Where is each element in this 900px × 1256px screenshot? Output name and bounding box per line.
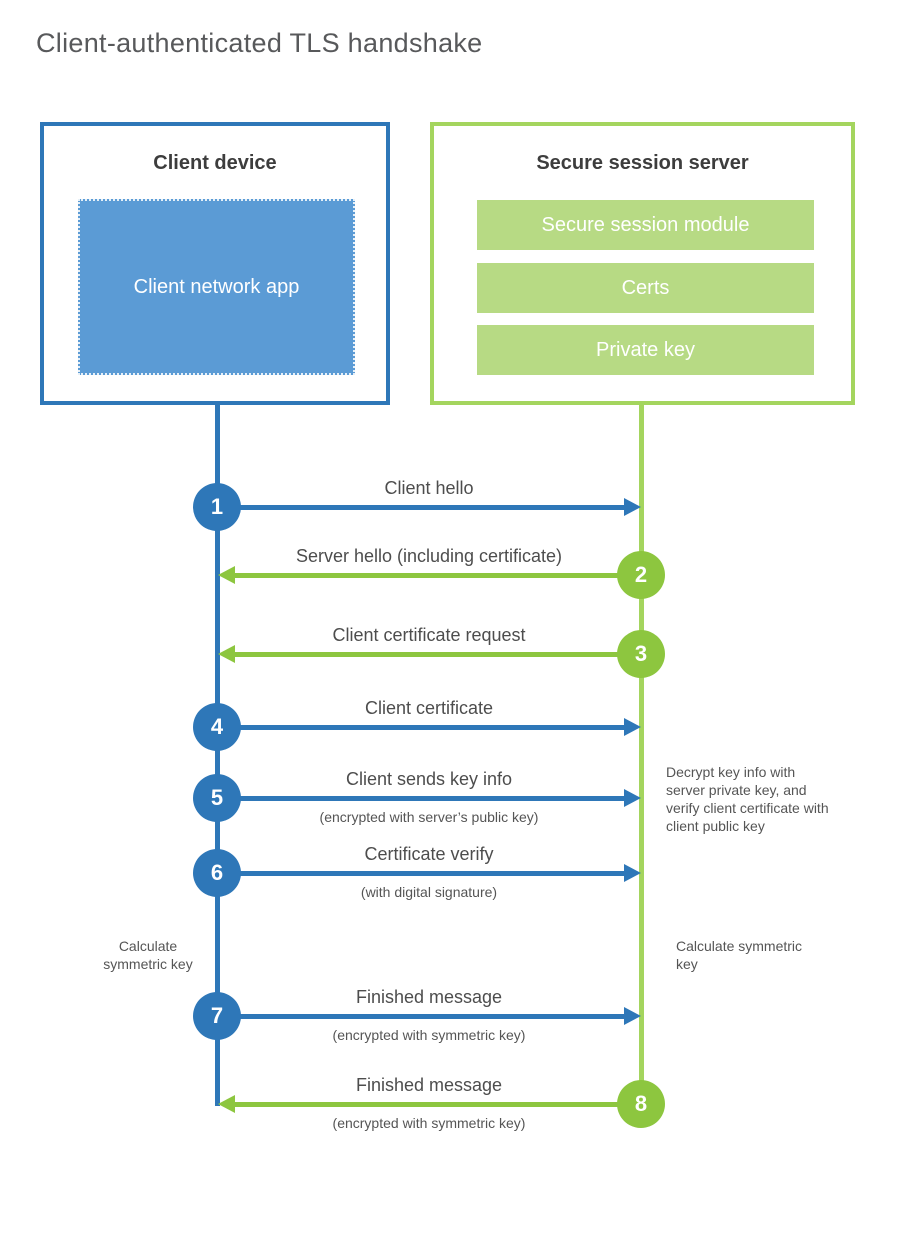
step-number: 2	[634, 562, 648, 587]
step-number: 1	[210, 494, 224, 519]
server-module-private-key: Private key	[477, 325, 814, 375]
arrowhead-right-icon	[624, 498, 641, 516]
note-decrypt-key-info: Decrypt key info with server private key…	[666, 764, 829, 834]
message-label: Client certificate	[364, 698, 494, 718]
message-arrow	[235, 652, 618, 657]
message-sublabel: (encrypted with symmetric key)	[332, 1115, 526, 1131]
server-module-label: Private key	[596, 338, 695, 361]
client-device-box: Client device Client network app	[40, 122, 390, 405]
arrowhead-left-icon	[218, 645, 235, 663]
server-lifeline	[639, 403, 644, 1104]
message-label: Finished message	[355, 987, 503, 1007]
step-number: 3	[634, 641, 648, 666]
message-sublabel: (encrypted with server’s public key)	[319, 809, 539, 825]
client-network-app-label: Client network app	[133, 275, 300, 298]
note-calculate-symmetric-key-client: Calculate symmetric key	[103, 938, 193, 972]
server-module-label: Secure session module	[541, 213, 750, 236]
message-arrow	[238, 725, 624, 730]
note-calculate-symmetric-key-server: Calculate symmetric key	[676, 938, 803, 972]
message-label: Client sends key info	[345, 769, 513, 789]
server-module-secure-session: Secure session module	[477, 200, 814, 250]
step-number: 7	[210, 1003, 224, 1028]
step-badge: 1	[193, 483, 241, 531]
step-number: 5	[210, 785, 224, 810]
message-label: Certificate verify	[364, 844, 494, 864]
message-label: Client hello	[384, 478, 474, 498]
message-sublabel: (encrypted with symmetric key)	[332, 1027, 526, 1043]
page-title: Client-authenticated TLS handshake	[36, 28, 483, 58]
step-badge: 6	[193, 849, 241, 897]
message-arrow	[238, 796, 624, 801]
client-lifeline	[215, 403, 220, 1106]
step-badge: 2	[617, 551, 665, 599]
step-badge: 4	[193, 703, 241, 751]
secure-session-server-title: Secure session server	[536, 152, 749, 174]
secure-session-server-box: Secure session server Secure session mod…	[430, 122, 855, 405]
step-badge: 8	[617, 1080, 665, 1128]
arrowhead-right-icon	[624, 789, 641, 807]
message-label: Client certificate request	[332, 625, 526, 645]
client-network-app-box: Client network app	[78, 199, 355, 375]
arrowhead-right-icon	[624, 864, 641, 882]
step-number: 4	[210, 714, 224, 739]
arrowhead-left-icon	[218, 1095, 235, 1113]
step-number: 6	[210, 860, 224, 885]
client-device-title: Client device	[153, 152, 277, 174]
server-module-certs: Certs	[477, 263, 814, 313]
message-sublabel: (with digital signature)	[360, 884, 498, 900]
step-badge: 5	[193, 774, 241, 822]
message-arrow	[235, 573, 618, 578]
message-label: Server hello (including certificate)	[295, 546, 563, 566]
step-badge: 3	[617, 630, 665, 678]
step-number: 8	[634, 1091, 648, 1116]
arrowhead-right-icon	[624, 718, 641, 736]
server-module-label: Certs	[621, 276, 670, 299]
message-arrow	[238, 505, 624, 510]
arrowhead-right-icon	[624, 1007, 641, 1025]
step-badge: 7	[193, 992, 241, 1040]
message-arrow	[238, 871, 624, 876]
message-arrow	[235, 1102, 618, 1107]
message-arrow	[238, 1014, 624, 1019]
message-label: Finished message	[355, 1075, 503, 1095]
arrowhead-left-icon	[218, 566, 235, 584]
